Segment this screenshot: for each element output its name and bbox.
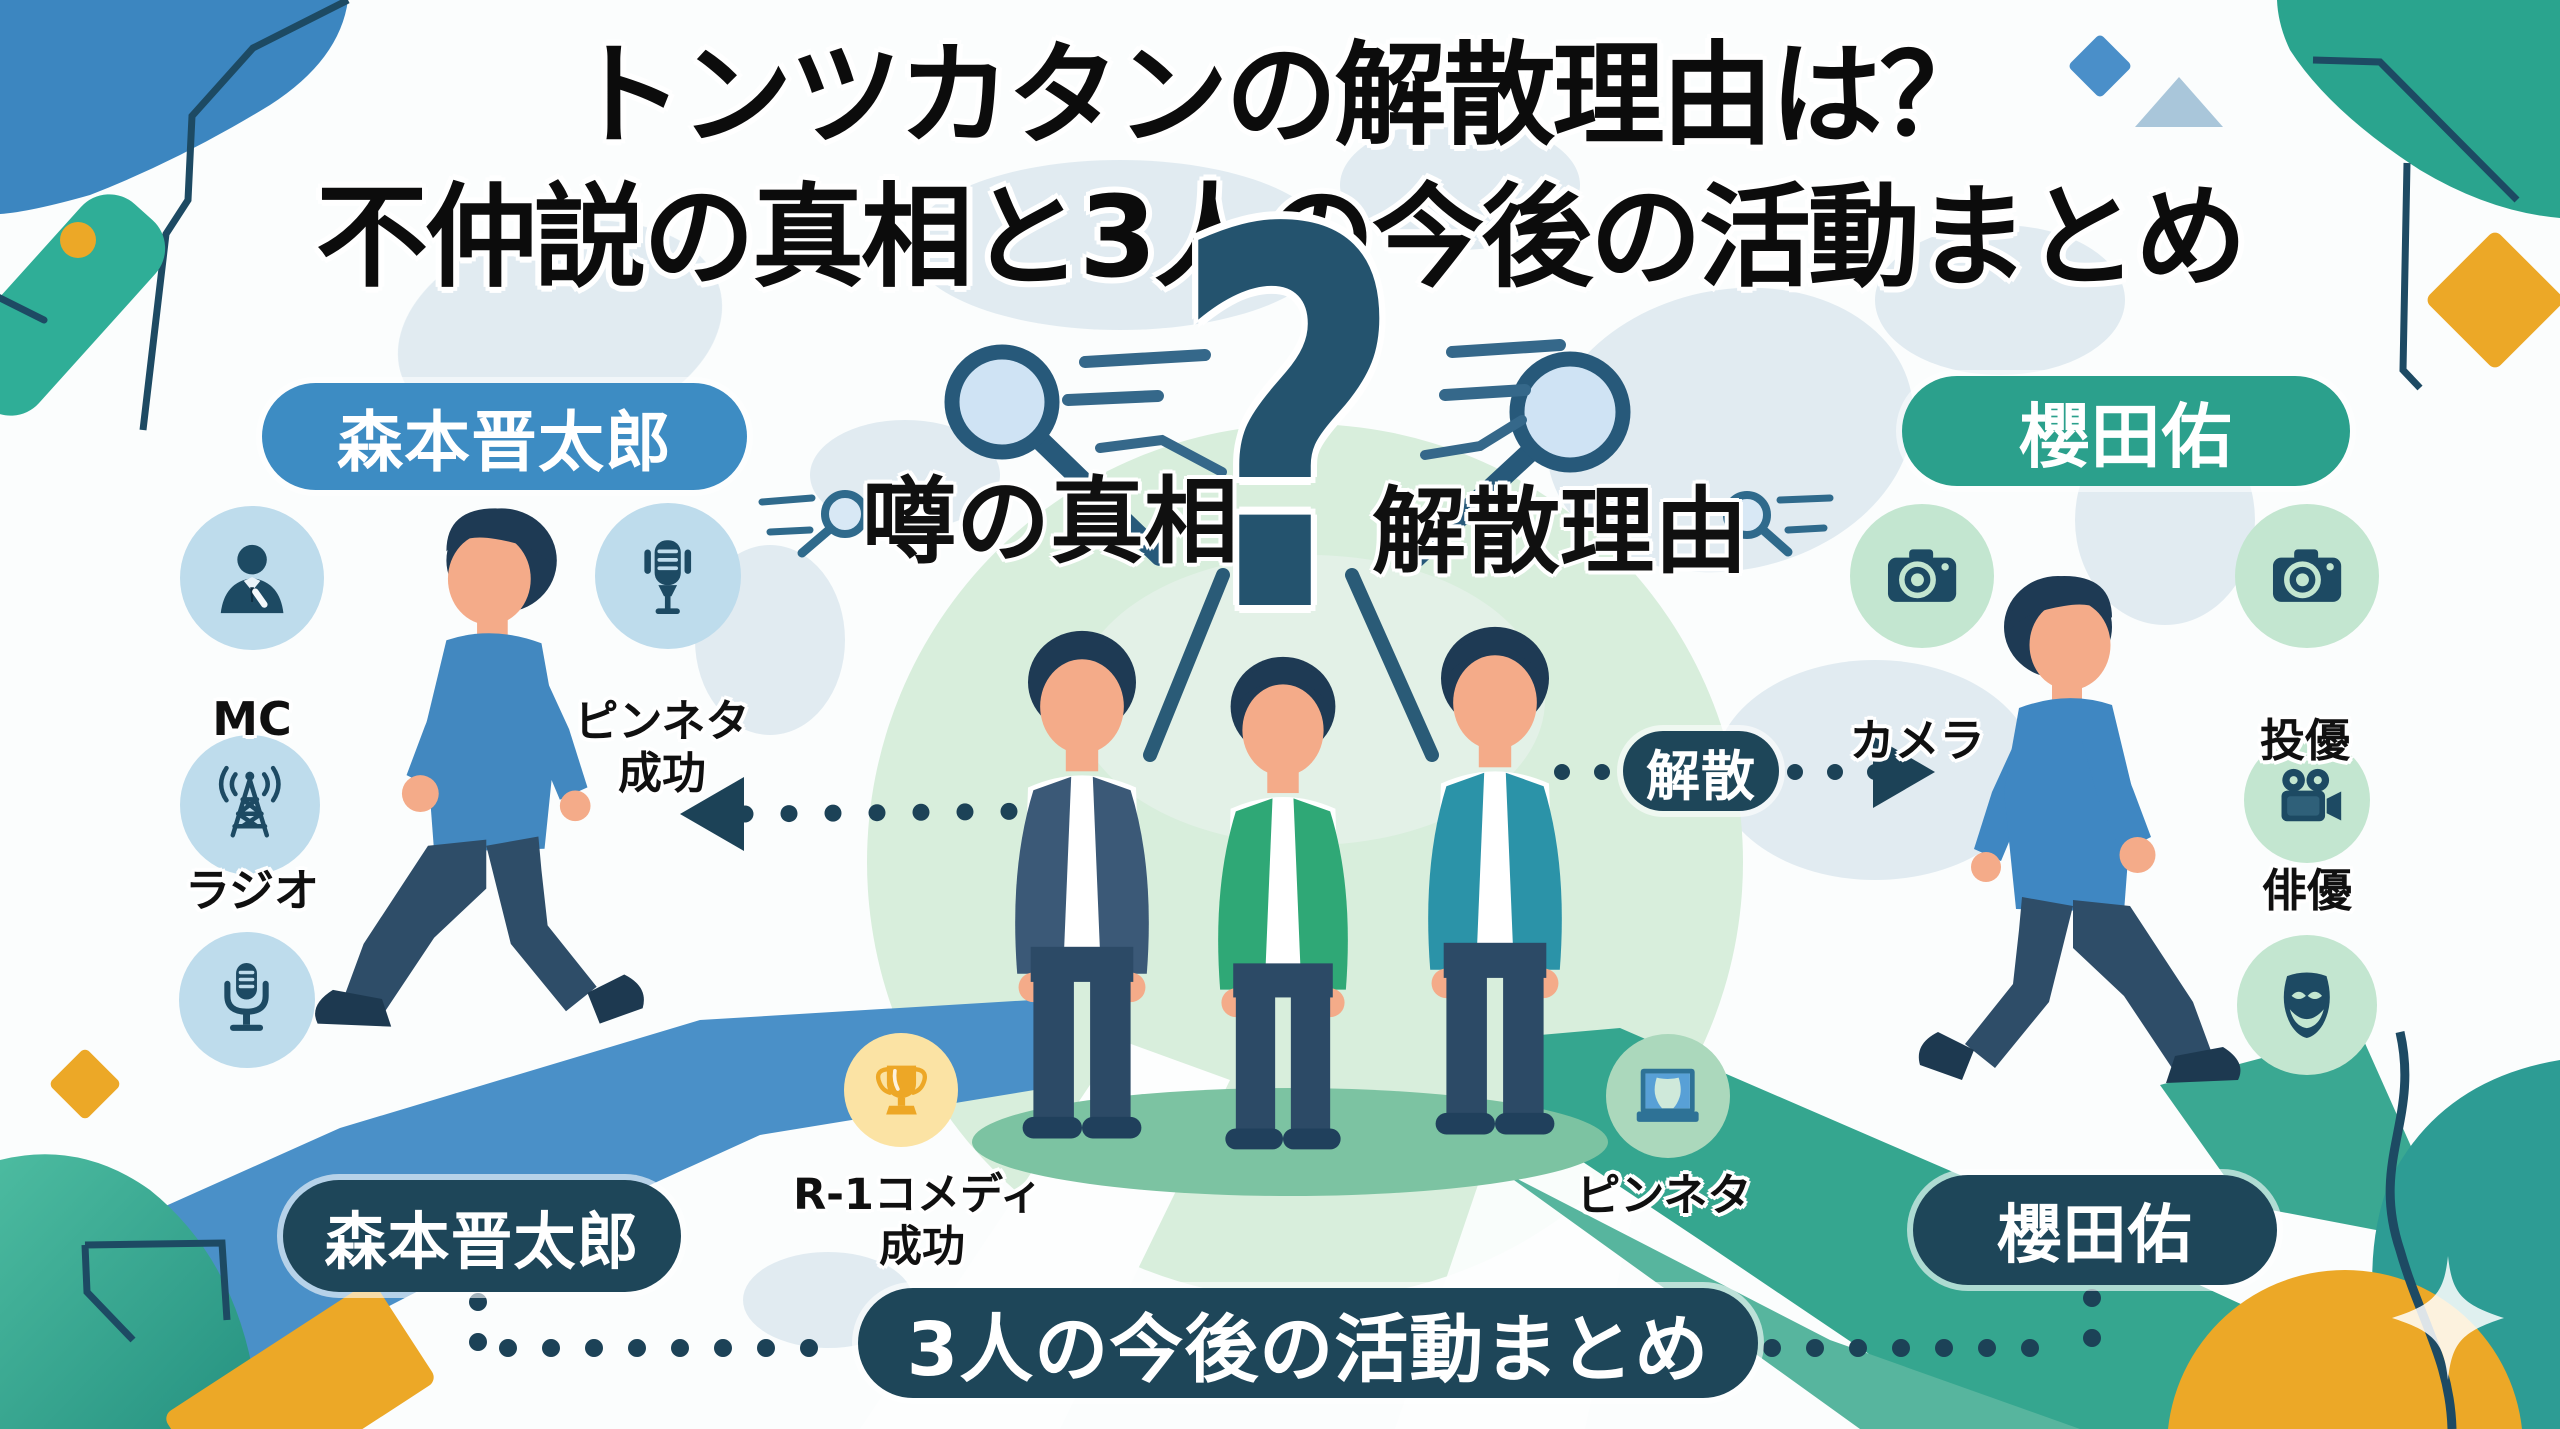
future-activities-banner: 3人の今後の活動まとめ <box>858 1288 1758 1398</box>
circuit-line-top-left <box>139 0 350 431</box>
disband-reason-label: 解散理由 <box>1371 478 1748 587</box>
member-pill-sakurada-bottom: 櫻田佑 <box>1913 1175 2277 1285</box>
triangle-icon <box>2135 77 2223 127</box>
camera-icon <box>1850 504 1994 648</box>
orange-diamond-bottom-left <box>50 1049 120 1119</box>
sparkle-icon <box>2392 1256 2504 1380</box>
radio-tower-icon <box>180 735 320 875</box>
speed-lines <box>1062 339 1566 477</box>
curved-line-bottom-right <box>2385 1031 2457 1429</box>
small-magnifier-icon <box>1723 491 1834 557</box>
activity-label-touyuu: 投優 <box>2259 714 2350 767</box>
activity-label-radio: ラジオ <box>184 864 320 917</box>
activity-label-actor: 俳優 <box>2261 864 2352 917</box>
corner-blob-top-left <box>0 0 348 214</box>
tag-decoration <box>0 194 166 416</box>
trophy-icon <box>844 1033 958 1147</box>
trophy-label-line2: 成功 <box>879 1222 965 1272</box>
title-line-2: 不仲説の真相と3人の今後の活動まとめ <box>316 173 2247 303</box>
circuit-line-top-right <box>2312 56 2520 391</box>
activity-label-pin-neta-line1: ピンネタ <box>574 696 750 747</box>
circuit-line-bottom-left <box>81 1239 231 1343</box>
orange-diamond-top-right <box>2427 232 2560 368</box>
member-pill-morimoto-bottom: 森本晋太郎 <box>283 1180 681 1292</box>
video-camera-icon <box>2244 737 2370 863</box>
corner-blob-bottom-left <box>0 1154 260 1429</box>
theater-mask-icon <box>2237 935 2377 1075</box>
disband-badge: 解散 <box>1623 731 1779 811</box>
member-pill-sakurada-top: 櫻田佑 <box>1902 376 2350 486</box>
magnifier-icon <box>944 344 1170 566</box>
vintage-microphone-icon <box>595 503 741 649</box>
radiating-lines <box>1143 568 1439 762</box>
title-line-1: トンツカタンの解散理由は？ <box>571 31 1992 161</box>
corner-blob-top-right <box>2277 0 2560 218</box>
mc-person-icon <box>180 506 324 650</box>
activity-label-pin-neta-line2: 成功 <box>618 748 706 799</box>
studio-microphone-icon <box>179 932 315 1068</box>
magnifier-icon <box>1398 351 1631 575</box>
activity-label-mc: MC <box>212 692 292 746</box>
dotted-connectors <box>469 736 2101 1361</box>
stage-curtain-icon <box>1606 1034 1730 1158</box>
camera-icon <box>2235 504 2379 648</box>
member-pill-morimoto-top: 森本晋太郎 <box>262 383 747 490</box>
trophy-label-line1: R-1コメディ <box>793 1170 1043 1220</box>
rumor-truth-label: 噂の真相 <box>861 468 1238 577</box>
activity-label-camera: カメラ <box>1849 714 1985 767</box>
blue-diamond-icon <box>2069 35 2131 97</box>
orange-bar-bottom-left <box>166 1283 434 1429</box>
question-mark: ? <box>1170 122 1406 728</box>
stage-label: ピンネタ <box>1576 1170 1752 1221</box>
small-magnifier-icon <box>758 490 869 558</box>
